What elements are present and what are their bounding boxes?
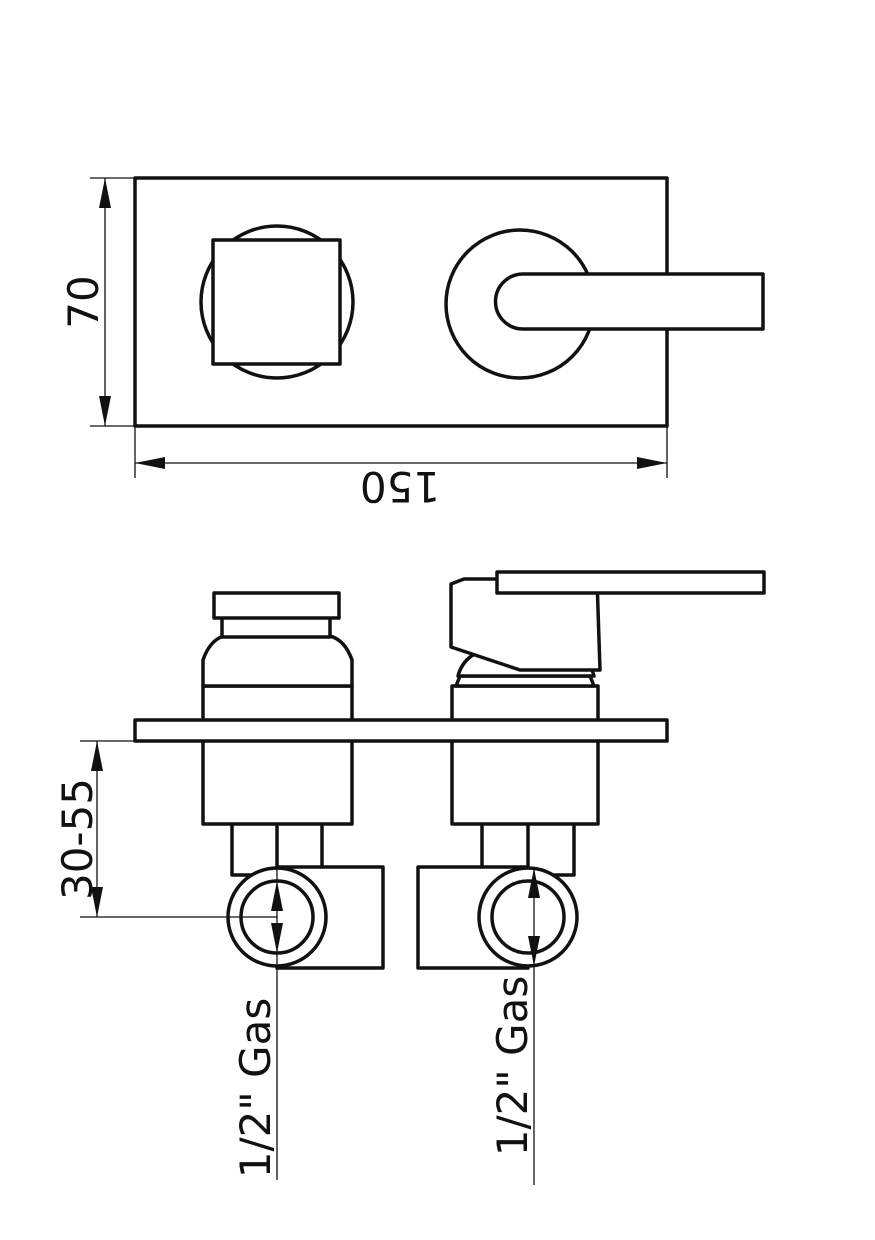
left-connection-label: 1/2" Gas — [231, 998, 280, 1178]
right-valve-side — [416, 570, 766, 970]
right-valve-body — [450, 684, 600, 826]
height-dimension: 70 — [59, 177, 135, 427]
side-view: 30-55 1/2" Gas 1/2" Gas — [53, 570, 766, 1185]
left-knob-neck — [220, 615, 332, 639]
right-connection-label: 1/2" Gas — [488, 976, 537, 1156]
width-label: 150 — [360, 462, 440, 511]
right-connection-dimension: 1/2" Gas — [488, 868, 540, 1185]
right-connection-arrow-top — [528, 868, 540, 898]
width-dimension: 150 — [134, 426, 668, 511]
depth-dimension: 30-55 — [53, 740, 277, 918]
height-label: 70 — [59, 275, 108, 328]
height-arrow-top — [99, 178, 111, 208]
front-view: 70 150 — [59, 176, 765, 511]
width-arrow-right — [637, 457, 667, 469]
square-knob — [199, 224, 355, 380]
right-connection-arrow-bottom — [528, 936, 540, 966]
left-valve-side — [201, 591, 385, 970]
left-connection-dimension: 1/2" Gas — [231, 868, 283, 1180]
left-valve-body — [201, 684, 354, 826]
lever-arm — [493, 272, 765, 331]
square-knob-cap — [211, 238, 342, 366]
depth-label: 30-55 — [53, 778, 102, 900]
wall-plate — [133, 718, 669, 743]
left-connection-arrow-bottom — [271, 923, 283, 953]
right-lever-head — [449, 577, 602, 672]
right-outlet-inner — [490, 879, 566, 955]
depth-arrow-top — [91, 741, 103, 771]
left-valve-dome — [201, 634, 354, 688]
height-arrow-bottom — [99, 396, 111, 426]
width-arrow-left — [135, 457, 165, 469]
lever-handle — [444, 228, 765, 380]
left-connection-arrow-top — [271, 881, 283, 911]
depth-arrow-bottom — [91, 887, 103, 917]
left-knob-cap — [212, 591, 341, 620]
right-lever-arm-side — [495, 570, 766, 595]
